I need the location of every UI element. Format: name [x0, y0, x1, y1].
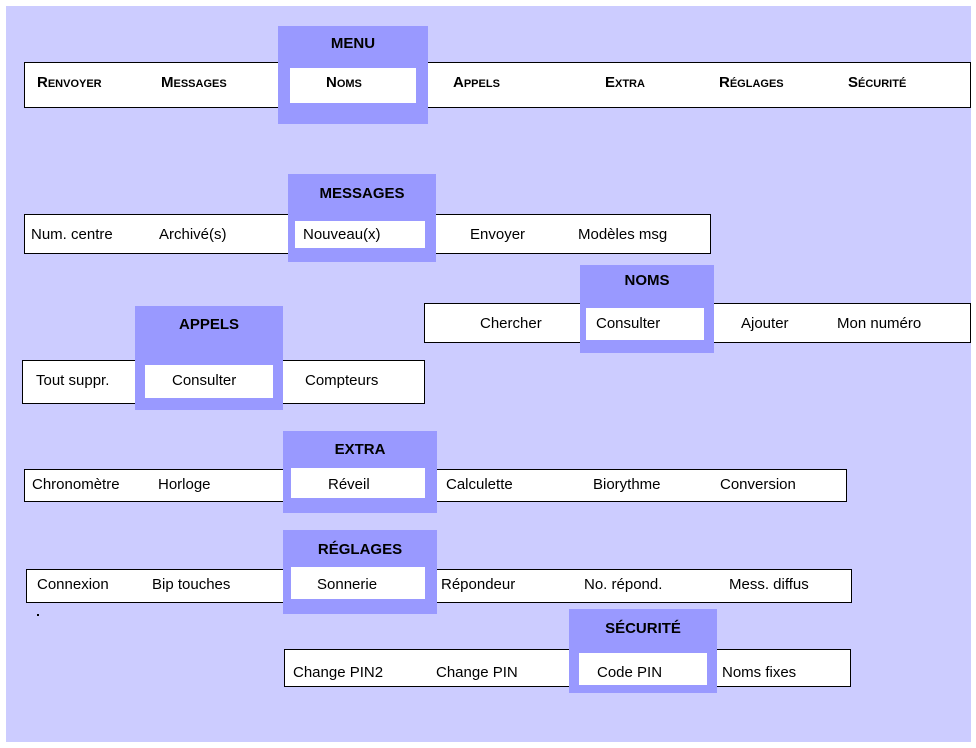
messages-item-modeles[interactable]: Modèles msg — [578, 226, 668, 243]
extra-item-chronometre[interactable]: Chronomètre — [32, 476, 120, 493]
messages-selected-box — [295, 221, 425, 248]
securite-item-change-pin2[interactable]: Change PIN2 — [293, 664, 384, 681]
reglages-item-sonnerie[interactable]: Sonnerie — [317, 576, 378, 593]
securite-selected-box — [579, 653, 707, 685]
securite-bar — [284, 649, 851, 687]
menu-item-securite[interactable]: Sécurité — [848, 74, 907, 91]
appels-title: APPELS — [178, 316, 239, 333]
menu-bar — [24, 62, 971, 108]
noms-item-ajouter[interactable]: Ajouter — [741, 315, 789, 332]
reglages-title: RÉGLAGES — [317, 541, 403, 558]
reglages-selected-box — [291, 567, 425, 599]
menu-title: MENU — [330, 35, 376, 52]
menu-item-reglages[interactable]: Réglages — [719, 74, 784, 91]
messages-item-archives[interactable]: Archivé(s) — [159, 226, 227, 243]
extra-item-conversion[interactable]: Conversion — [720, 476, 796, 493]
noms-selected-box — [586, 308, 704, 340]
noms-title: NOMS — [624, 272, 670, 289]
menu-item-extra[interactable]: Extra — [605, 74, 645, 91]
messages-item-num-centre[interactable]: Num. centre — [31, 226, 113, 243]
messages-title: MESSAGES — [319, 185, 405, 202]
menu-item-appels[interactable]: Appels — [453, 74, 500, 91]
reglages-item-mess-diffus[interactable]: Mess. diffus — [729, 576, 809, 593]
menu-item-renvoyer[interactable]: Renvoyer — [37, 74, 102, 91]
extra-selected-box — [291, 468, 425, 498]
messages-item-nouveaux[interactable]: Nouveau(x) — [303, 226, 381, 243]
extra-item-reveil[interactable]: Réveil — [328, 476, 370, 493]
reglages-item-no-repond[interactable]: No. répond. — [584, 576, 663, 593]
securite-title: SÉCURITÉ — [605, 620, 681, 637]
appels-item-tout-suppr[interactable]: Tout suppr. — [36, 372, 110, 389]
menu-item-noms[interactable]: Noms — [326, 74, 362, 91]
menu-selected-box — [290, 68, 416, 103]
diagram-canvas: MENU Renvoyer Messages Noms Appels Extra… — [6, 6, 971, 742]
extra-item-biorythme[interactable]: Biorythme — [593, 476, 661, 493]
messages-item-envoyer[interactable]: Envoyer — [470, 226, 526, 243]
stray-dot — [37, 614, 39, 616]
extra-title: EXTRA — [334, 441, 386, 458]
appels-item-consulter[interactable]: Consulter — [172, 372, 237, 389]
reglages-item-connexion[interactable]: Connexion — [37, 576, 109, 593]
securite-item-noms-fixes[interactable]: Noms fixes — [722, 664, 797, 681]
noms-item-mon-numero[interactable]: Mon numéro — [837, 315, 922, 332]
securite-item-code-pin[interactable]: Code PIN — [597, 664, 663, 681]
securite-item-change-pin[interactable]: Change PIN — [436, 664, 518, 681]
menu-item-messages[interactable]: Messages — [161, 74, 227, 91]
reglages-bar — [26, 569, 852, 603]
reglages-item-bip-touches[interactable]: Bip touches — [152, 576, 231, 593]
appels-selected-box — [145, 365, 273, 398]
noms-item-consulter[interactable]: Consulter — [596, 315, 661, 332]
extra-item-calculette[interactable]: Calculette — [446, 476, 513, 493]
noms-item-chercher[interactable]: Chercher — [480, 315, 542, 332]
extra-item-horloge[interactable]: Horloge — [158, 476, 211, 493]
reglages-item-repondeur[interactable]: Répondeur — [441, 576, 516, 593]
appels-item-compteurs[interactable]: Compteurs — [305, 372, 379, 389]
